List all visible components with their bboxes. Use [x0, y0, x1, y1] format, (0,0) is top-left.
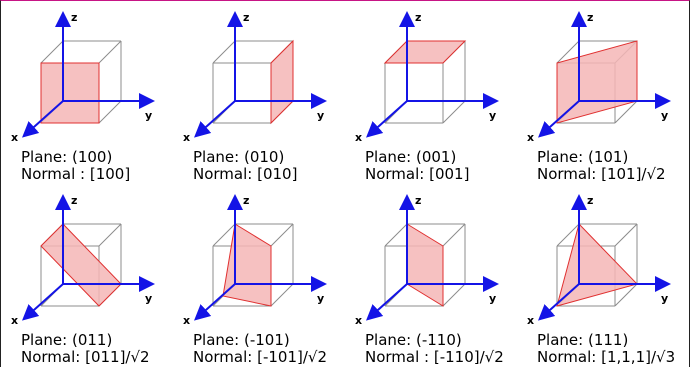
- x-axis-label: x: [183, 314, 190, 327]
- cube-diagram: z y x: [183, 11, 327, 144]
- plane-label: Plane: (-110): [365, 331, 462, 349]
- x-axis: [194, 283, 236, 321]
- z-axis-label: z: [587, 11, 593, 24]
- normal-label: Normal: [1,1,1]/√3: [537, 348, 676, 366]
- y-axis-label: y: [145, 292, 152, 305]
- coordinate-axes: [194, 194, 327, 321]
- panel-caption: Plane: (111) Normal: [1,1,1]/√3: [537, 332, 675, 366]
- x-axis-label: x: [355, 131, 362, 144]
- coordinate-axes: [366, 194, 499, 321]
- miller-plane: [270, 39, 294, 125]
- y-axis-label: y: [489, 292, 496, 305]
- x-axis-label: x: [11, 314, 18, 327]
- x-axis: [538, 283, 580, 321]
- x-axis-label: x: [355, 314, 362, 327]
- cube-diagram: z y x: [355, 11, 499, 144]
- x-axis-label: x: [11, 131, 18, 144]
- normal-label: Normal: [001]: [365, 165, 470, 183]
- miller-plane: [406, 223, 444, 307]
- normal-label: Normal: [101]/√2: [537, 165, 666, 183]
- panel-caption: Plane: (-101) Normal: [-101]/√2: [193, 332, 327, 366]
- coordinate-axes: [194, 11, 327, 138]
- miller-plane: [222, 223, 272, 307]
- cube-diagram: z y x: [355, 194, 499, 327]
- panel-caption: Plane: (100) Normal : [100]: [21, 149, 130, 183]
- z-axis-label: z: [587, 194, 593, 207]
- panel-caption: Plane: (001) Normal: [001]: [365, 149, 469, 183]
- panel-plane-010: z y x Plane: (010) Normal: [010]: [173, 1, 345, 183]
- panel-plane-100: z y x Plane: (100) Normal : [100]: [1, 1, 173, 183]
- x-axis: [22, 283, 64, 321]
- panel-plane-111: z y x Plane: (111) Normal: [1,1,1]/√3: [517, 184, 689, 366]
- y-axis-label: y: [317, 292, 324, 305]
- cube-diagram: z y x: [183, 194, 327, 327]
- y-axis-label: y: [317, 109, 324, 122]
- normal-label: Normal: [010]: [193, 165, 298, 183]
- coordinate-axes: [538, 194, 671, 321]
- coordinate-axes: [366, 11, 499, 138]
- y-axis-label: y: [489, 109, 496, 122]
- plane-label: Plane: (101): [537, 148, 629, 166]
- x-axis: [22, 100, 64, 138]
- x-axis-label: x: [183, 131, 190, 144]
- z-axis-label: z: [243, 11, 249, 24]
- panel-caption: Plane: (010) Normal: [010]: [193, 149, 297, 183]
- panel-caption: Plane: (011) Normal: [011]/√2: [21, 332, 150, 366]
- normal-label: Normal: [011]/√2: [21, 348, 150, 366]
- x-axis: [194, 100, 236, 138]
- y-axis-label: y: [661, 109, 668, 122]
- panel-plane-minus101: z y x Plane: (-101) Normal: [-101]/√2: [173, 184, 345, 366]
- plane-label: Plane: (100): [21, 148, 113, 166]
- panel-plane-101: z y x Plane: (101) Normal: [101]/√2: [517, 1, 689, 183]
- miller-plane: [383, 40, 467, 64]
- normal-label: Normal : [-110]/√2: [365, 348, 504, 366]
- z-axis-label: z: [71, 11, 77, 24]
- plane-label: Plane: (001): [365, 148, 457, 166]
- plane-label: Plane: (-101): [193, 331, 290, 349]
- plane-label: Plane: (111): [537, 331, 629, 349]
- panel-caption: Plane: (101) Normal: [101]/√2: [537, 149, 666, 183]
- plane-label: Plane: (010): [193, 148, 285, 166]
- cube-diagram: z y x: [527, 194, 671, 327]
- plane-label: Plane: (011): [21, 331, 113, 349]
- normal-label: Normal: [-101]/√2: [193, 348, 327, 366]
- z-axis-label: z: [415, 11, 421, 24]
- coordinate-axes: [538, 11, 671, 138]
- cube-diagram: z y x: [11, 11, 155, 144]
- coordinate-axes: [22, 194, 155, 321]
- z-axis-label: z: [415, 194, 421, 207]
- panel-caption: Plane: (-110) Normal : [-110]/√2: [365, 332, 504, 366]
- x-axis: [538, 100, 580, 138]
- panel-plane-011: z y x Plane: (011) Normal: [011]/√2: [1, 184, 173, 366]
- normal-label: Normal : [100]: [21, 165, 131, 183]
- cube-diagram: z y x: [527, 11, 671, 144]
- z-axis-label: z: [243, 194, 249, 207]
- y-axis-label: y: [661, 292, 668, 305]
- x-axis: [366, 100, 408, 138]
- panel-plane-minus110: z y x Plane: (-110) Normal : [-110]/√2: [345, 184, 517, 366]
- coordinate-axes: [22, 11, 155, 138]
- z-axis-label: z: [71, 194, 77, 207]
- panel-plane-001: z y x Plane: (001) Normal: [001]: [345, 1, 517, 183]
- x-axis-label: x: [527, 131, 534, 144]
- y-axis-label: y: [145, 109, 152, 122]
- x-axis-label: x: [527, 314, 534, 327]
- x-axis: [366, 283, 408, 321]
- cube-diagram: z y x: [11, 194, 155, 327]
